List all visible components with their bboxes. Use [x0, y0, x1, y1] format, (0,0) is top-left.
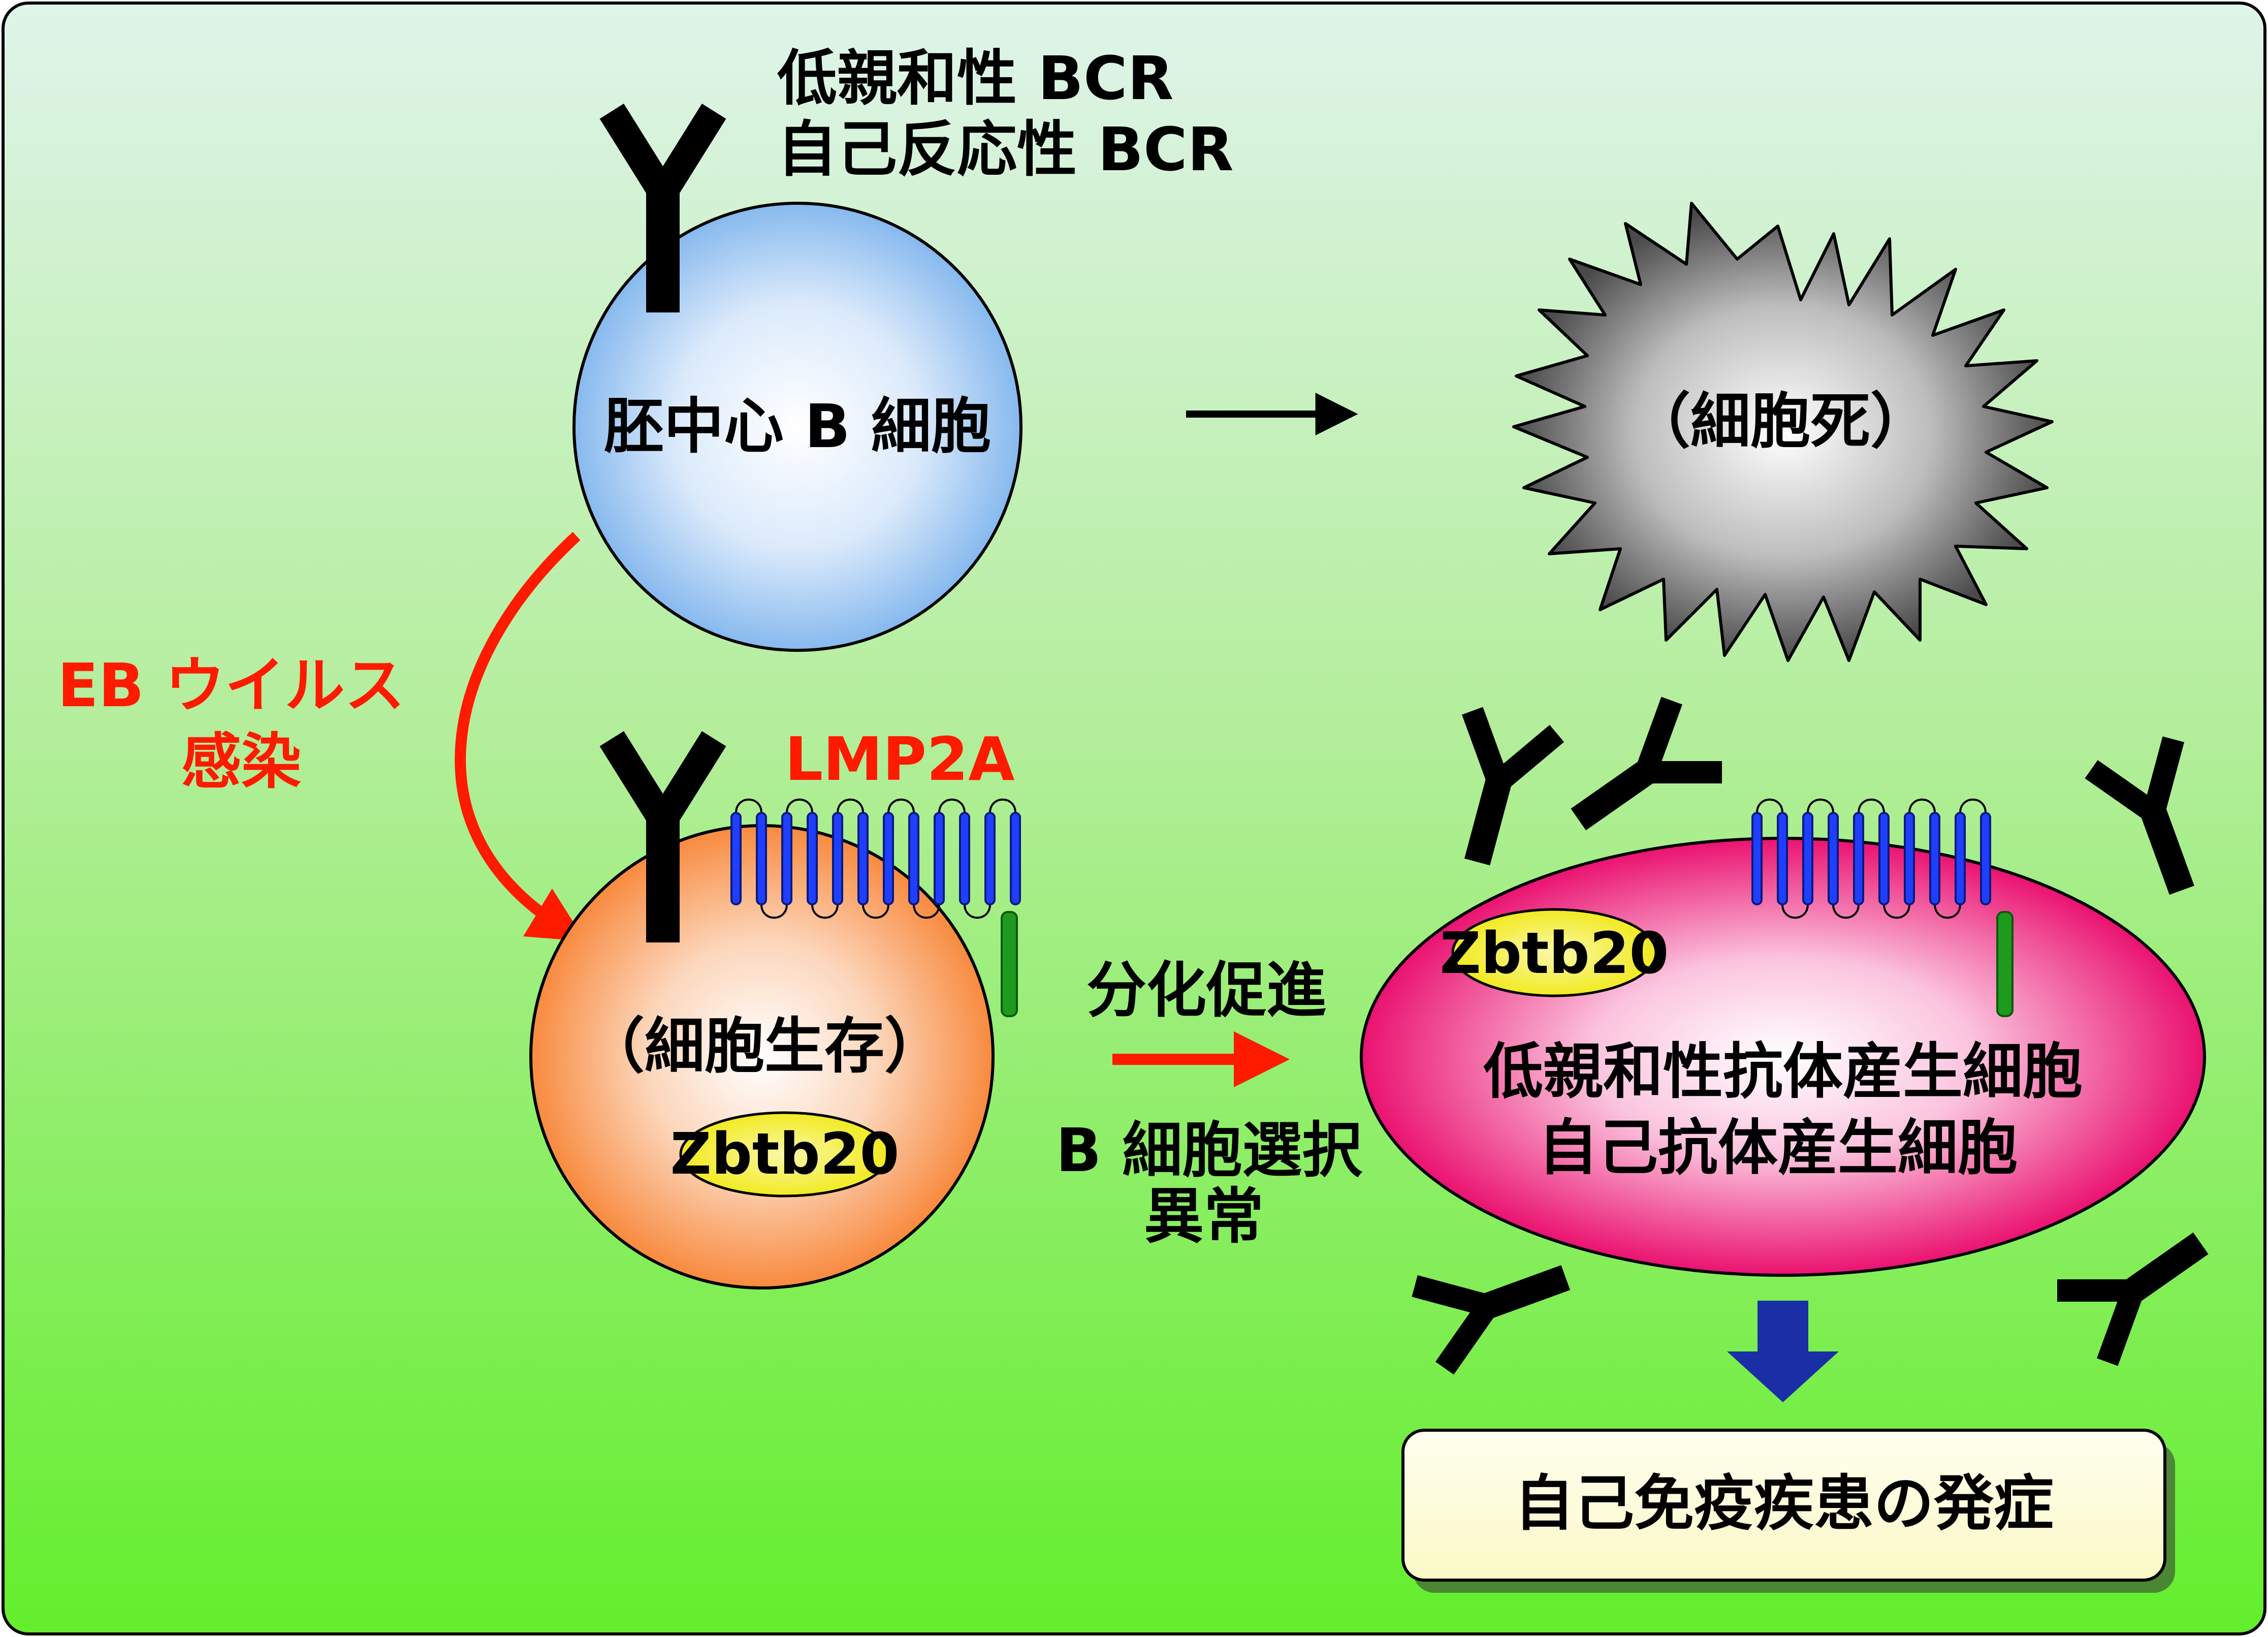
outcome-box	[1401, 1429, 2166, 1582]
cell-death-shape	[1512, 202, 2054, 662]
infection-label-line1: EB ウイルス	[57, 650, 405, 720]
gc-b-cell	[572, 202, 1023, 652]
infected-cell-label: （細胞生存）	[585, 1011, 944, 1081]
lmp2a-protein	[730, 798, 1021, 1017]
zbtb20-badge-infected	[679, 1111, 890, 1198]
zbtb20-label-infected: Zbtb20	[670, 1121, 900, 1187]
gc-b-cell-label: 胚中心 B 細胞	[604, 391, 991, 461]
lmp2a-protein-plasma	[1751, 798, 2014, 1017]
transition-lower-label-line2: 異常	[1144, 1181, 1264, 1251]
transition-upper-label: 分化促進	[1087, 955, 1326, 1025]
bcr-stalk-infected	[646, 815, 680, 942]
cell-death-label: （細胞死）	[1631, 386, 1930, 456]
infection-arrow	[455, 531, 586, 941]
bcr-label-line1: 低親和性 BCR	[777, 43, 1173, 113]
outcome-arrow	[1727, 1301, 1839, 1402]
bcr-label-line2: 自己反応性 BCR	[777, 114, 1233, 184]
zbtb20-badge-plasma	[1451, 908, 1657, 997]
outcome-label: 自己免疫疾患の発症	[1514, 1468, 2054, 1538]
transition-lower-label-line1: B 細胞選択	[1056, 1115, 1362, 1185]
plasma-cell-label-line1: 低親和性抗体産生細胞	[1483, 1036, 2083, 1107]
lmp2a-label: LMP2A	[785, 724, 1015, 794]
infection-label-line2: 感染	[181, 727, 301, 797]
zbtb20-label-plasma: Zbtb20	[1440, 921, 1669, 987]
plasma-cell-label-line2: 自己抗体産生細胞	[1538, 1113, 2018, 1183]
bcr-stalk	[646, 188, 680, 312]
